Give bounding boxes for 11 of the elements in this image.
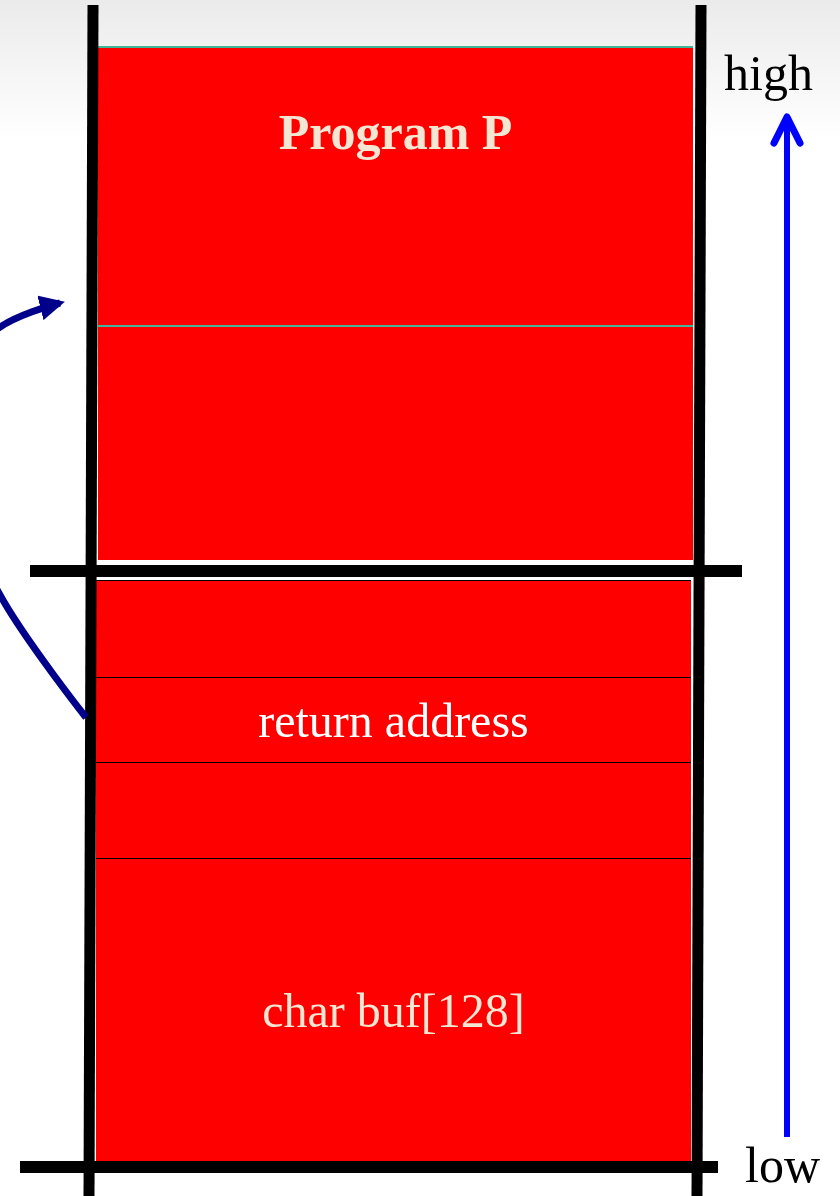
arrow xyxy=(0,295,89,720)
memory-block xyxy=(98,46,693,325)
memory-block xyxy=(96,677,691,762)
block-label: Program P xyxy=(278,102,513,161)
empty-memory-block xyxy=(98,325,693,560)
memory-block xyxy=(96,858,691,1162)
block-label: char buf[128] xyxy=(262,983,525,1038)
axis-label: low xyxy=(745,1140,820,1190)
block-label: return address xyxy=(258,692,529,748)
empty-memory-block xyxy=(96,762,691,858)
empty-memory-block xyxy=(96,580,691,677)
